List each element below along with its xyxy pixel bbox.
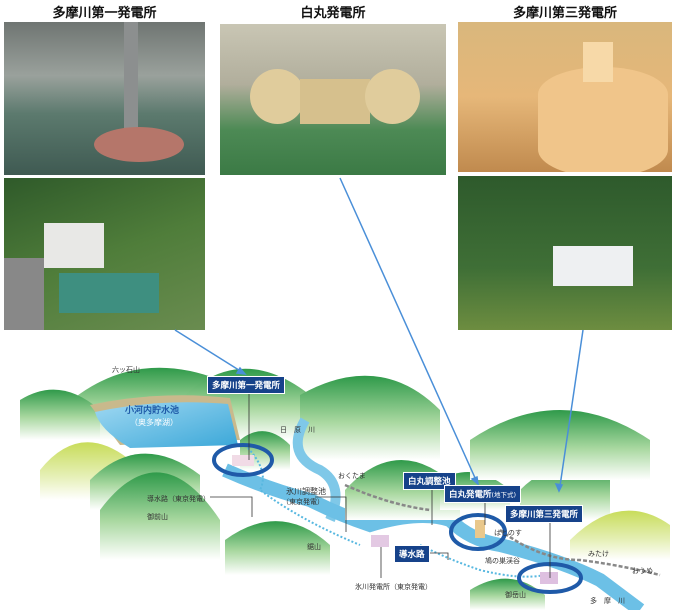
label-gorge: 鳩の巣渓谷 (485, 557, 520, 565)
lake-name: 小河内貯水池 (125, 406, 180, 416)
label-shiromaru-station: 白丸発電所(地下式) (444, 485, 522, 503)
mountain-mutsuishi: 六ッ石山 (112, 366, 140, 374)
rail-station-mitake: みたけ (588, 550, 609, 558)
label-hikawa-pond-owner: （東京発電） (282, 498, 324, 506)
shiromaru-photo-title: 白丸発電所 (300, 6, 366, 21)
rail-station-okutama: おくたま (338, 472, 366, 480)
shiromaru-station-name: 白丸発電所 (449, 490, 492, 500)
river-nippara-label: 日 原 川 (280, 426, 315, 434)
third-station-exterior-photo (458, 176, 672, 330)
rail-station-hatonosu: はとのす (494, 529, 522, 537)
label-shiromaru-pond: 白丸調整池 (403, 472, 456, 490)
shiromaru-station-building (475, 520, 485, 538)
lake (95, 402, 238, 448)
arrow-first-station (174, 329, 243, 373)
hill (100, 472, 220, 560)
third-station-interior-photo (458, 22, 672, 172)
shiromaru-highlight (449, 513, 507, 551)
rail-station-oume: おうめ (632, 567, 653, 575)
hill (300, 375, 440, 460)
label-headrace-tokyo: 導水路（東京発電） (147, 495, 210, 503)
railway (344, 483, 661, 577)
mountain-nokogiri: 鋸山 (307, 543, 321, 551)
shiromaru-interior-photo (220, 24, 446, 175)
label-headrace: 導水路 (394, 545, 430, 563)
third-station-building (540, 572, 558, 584)
hikawa-station-building (371, 535, 389, 547)
river-nippara (292, 417, 341, 522)
mountain-gozen: 御前山 (147, 513, 168, 521)
first-station-interior-photo (4, 22, 205, 175)
arrow-shiromaru (339, 177, 477, 481)
headrace-route (244, 444, 546, 578)
label-third-station: 多摩川第三発電所 (505, 505, 584, 523)
first-station-highlight (212, 443, 274, 477)
hill (570, 510, 670, 560)
mountain-mitake: 御岳山 (505, 591, 526, 599)
label-first-station: 多摩川第一発電所 (207, 376, 286, 394)
hill (20, 389, 100, 440)
label-hikawa-pond: 氷川調整池 (286, 487, 326, 496)
shiromaru-station-note: (地下式) (491, 491, 517, 499)
river-tama-label: 多 摩 川 (590, 597, 625, 605)
lake-alias: （奥多摩湖） (130, 418, 178, 427)
first-station-photo-title: 多摩川第一発電所 (52, 6, 157, 21)
hill (225, 521, 330, 575)
hill (470, 410, 650, 480)
label-hikawa-station: 氷川発電所（東京発電） (355, 583, 432, 591)
third-station-photo-title: 多摩川第三発電所 (512, 6, 617, 21)
arrow-third-station (559, 329, 584, 487)
first-station-exterior-photo (4, 178, 205, 330)
first-station-building (232, 455, 254, 466)
